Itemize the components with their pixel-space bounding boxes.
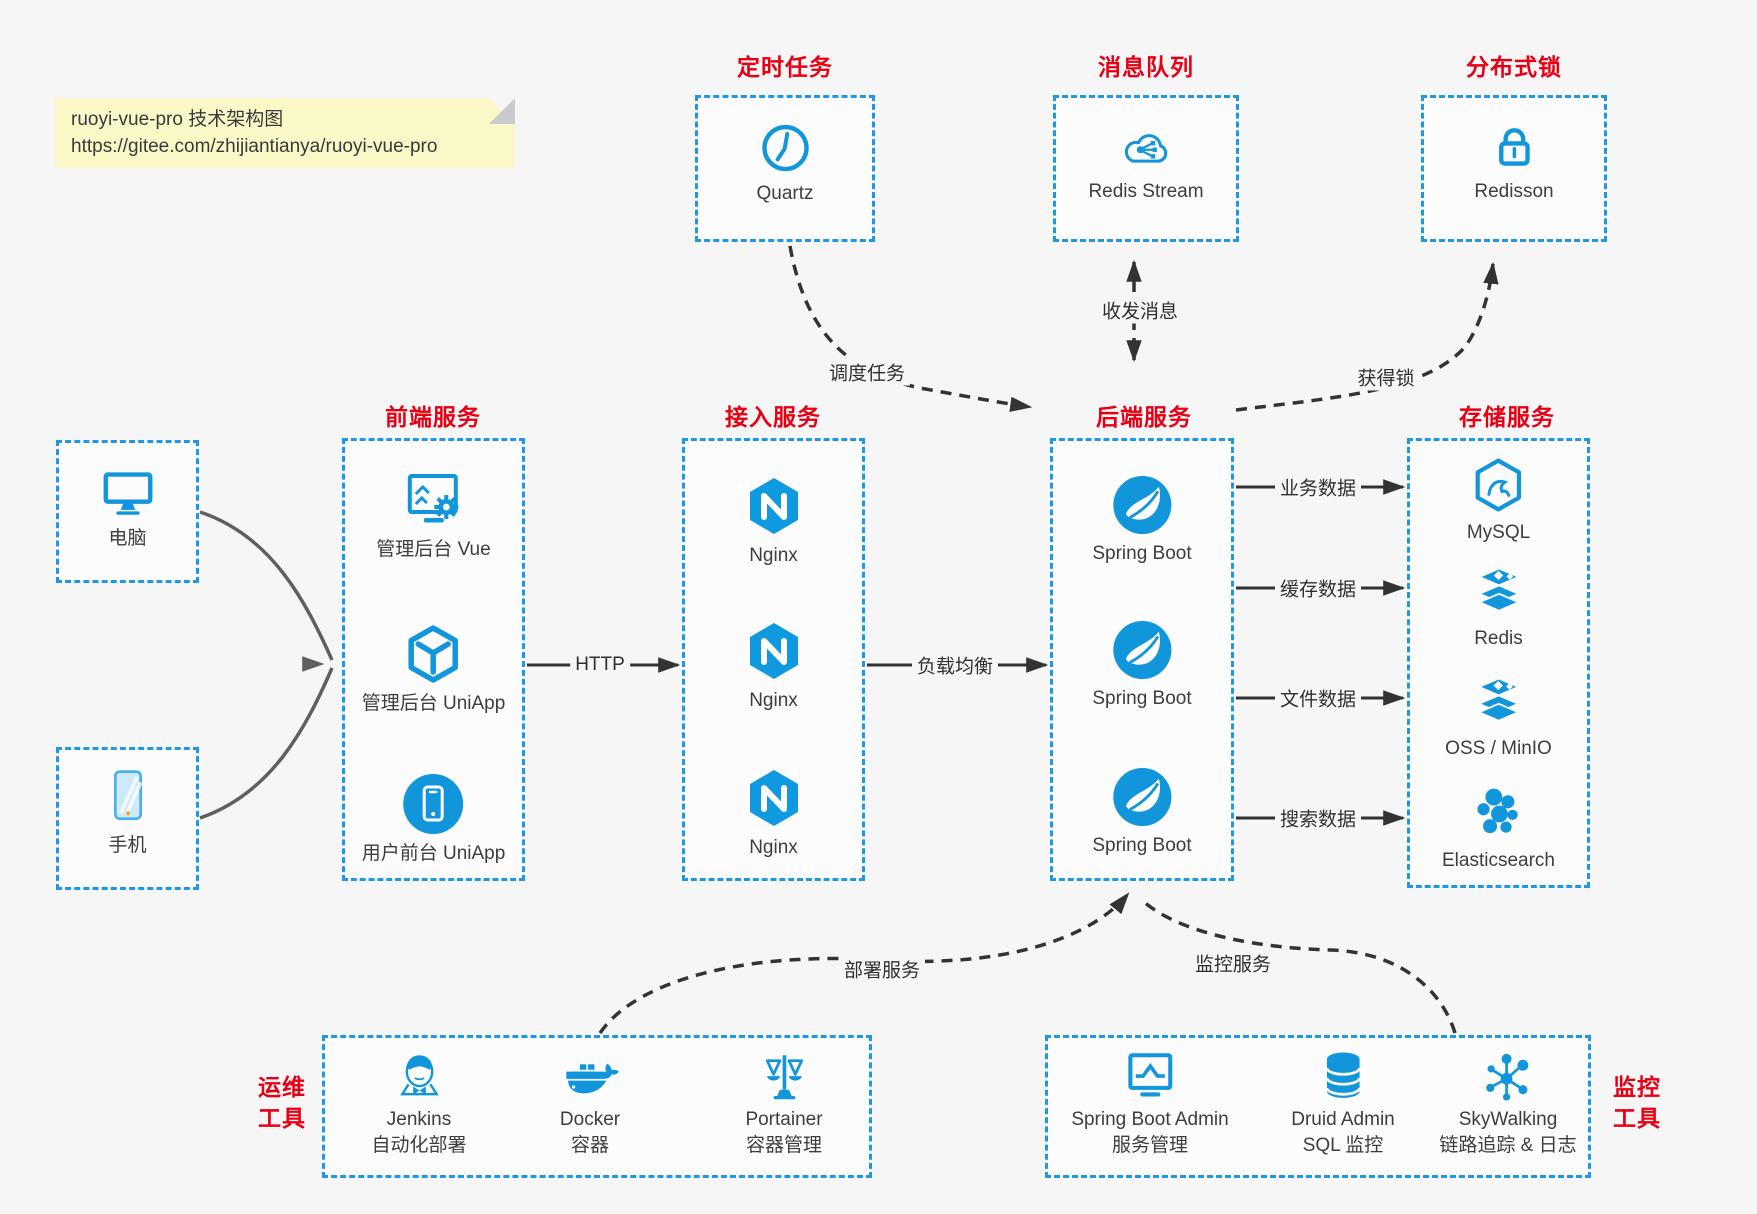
mysql-label: MySQL <box>1466 522 1531 543</box>
redisson-box: Redisson <box>1421 95 1607 242</box>
redis-stream-box: Redis Stream <box>1053 95 1239 242</box>
edge-label-deploy: 部署服务 <box>838 955 926 983</box>
druid-admin-desc: SQL 监控 <box>1302 1135 1384 1156</box>
nginx-label: Nginx <box>749 545 798 566</box>
docker-name: Docker <box>559 1109 621 1130</box>
lock-icon <box>1498 128 1530 166</box>
admin-vue-label: 管理后台 Vue <box>376 539 491 560</box>
edge-label-schedule: 调度任务 <box>823 358 911 386</box>
spring-boot-label: Spring Boot <box>1092 688 1192 709</box>
edge-pc-to-frontend <box>199 510 334 661</box>
jenkins-icon <box>399 1055 439 1096</box>
uniapp-cube-icon <box>408 625 459 683</box>
edge-mobile-to-frontend <box>199 667 334 820</box>
spring-boot-label: Spring Boot <box>1092 835 1192 856</box>
nginx-icon <box>749 623 798 679</box>
ops-tools-title: 运维 工具 <box>258 1074 306 1131</box>
backend-box: Spring Boot Spring Boot Spring Boot <box>1050 438 1234 881</box>
group-title-scheduled-tasks: 定时任务 <box>737 54 833 80</box>
portainer-icon <box>765 1055 803 1100</box>
spring-boot-admin-name: Spring Boot Admin <box>1071 1109 1229 1130</box>
nginx-label: Nginx <box>749 690 798 711</box>
mobile-label: 手机 <box>108 835 147 856</box>
ops-tools-box: Jenkins 自动化部署 Docker 容器 <box>322 1035 872 1178</box>
sticky-note: ruoyi-vue-pro 技术架构图 https://gitee.com/zh… <box>55 98 515 168</box>
nginx-icon <box>749 478 798 534</box>
elasticsearch-icon <box>1477 788 1518 834</box>
redisson-label: Redisson <box>1474 181 1554 202</box>
edge-label-cache-data: 缓存数据 <box>1274 574 1362 602</box>
spring-boot-admin-desc: 服务管理 <box>1111 1135 1188 1156</box>
oss-minio-label: OSS / MinIO <box>1445 738 1552 759</box>
group-title-distributed-lock: 分布式锁 <box>1466 54 1562 80</box>
spring-boot-icon <box>1112 620 1172 680</box>
edge-label-search-data: 搜索数据 <box>1274 804 1362 832</box>
redis-label: Redis <box>1474 628 1523 649</box>
admin-uniapp-label: 管理后台 UniApp <box>361 693 506 714</box>
quartz-label: Quartz <box>756 183 814 204</box>
storage-box: MySQL Redis OSS / MinIO <box>1407 438 1590 888</box>
mysql-icon <box>1475 458 1522 512</box>
oss-minio-icon <box>1476 677 1521 722</box>
spring-boot-label: Spring Boot <box>1092 543 1192 564</box>
edge-label-load-balance: 负载均衡 <box>911 651 999 679</box>
redis-icon <box>1476 567 1521 612</box>
desktop-icon <box>103 472 152 515</box>
edge-label-business-data: 业务数据 <box>1274 473 1362 501</box>
docker-desc: 容器 <box>570 1135 609 1156</box>
edge-label-file-data: 文件数据 <box>1274 684 1362 712</box>
skywalking-desc: 链路追踪 & 日志 <box>1439 1135 1577 1156</box>
edge-label-monitor: 监控服务 <box>1189 949 1277 977</box>
group-title-message-queue: 消息队列 <box>1098 54 1194 80</box>
edge-label-lock: 获得锁 <box>1352 363 1420 391</box>
druid-admin-icon <box>1325 1052 1361 1098</box>
redis-stream-label: Redis Stream <box>1088 181 1204 202</box>
pc-label: 电脑 <box>108 528 147 549</box>
mobile-app-icon <box>403 774 464 834</box>
gateway-box: Nginx Nginx Nginx <box>682 438 865 881</box>
quartz-box: Quartz <box>695 95 875 242</box>
nginx-icon <box>749 770 798 826</box>
nginx-label: Nginx <box>749 837 798 858</box>
jenkins-desc: 自动化部署 <box>371 1135 467 1156</box>
docker-icon <box>566 1063 619 1094</box>
note-fold-corner <box>489 98 515 124</box>
skywalking-icon <box>1485 1053 1528 1101</box>
clock-icon <box>761 124 809 172</box>
mobile-client-box: 手机 <box>56 747 199 890</box>
elasticsearch-label: Elasticsearch <box>1442 850 1555 871</box>
note-url: https://gitee.com/zhijiantianya/ruoyi-vu… <box>71 136 438 157</box>
edge-label-http: HTTP <box>570 654 630 676</box>
monitor-tools-box: Spring Boot Admin 服务管理 Druid Admin SQL 监… <box>1045 1035 1591 1178</box>
column-title-frontend: 前端服务 <box>385 404 481 430</box>
spring-boot-admin-icon <box>1128 1053 1172 1097</box>
druid-admin-name: Druid Admin <box>1291 1109 1395 1130</box>
skywalking-name: SkyWalking <box>1458 1109 1558 1130</box>
user-uniapp-label: 用户前台 UniApp <box>361 843 506 864</box>
spring-boot-icon <box>1112 767 1172 827</box>
phone-icon <box>113 770 142 821</box>
cloud-network-icon <box>1124 134 1167 163</box>
portainer-desc: 容器管理 <box>745 1135 823 1156</box>
edge-label-message: 收发消息 <box>1096 296 1184 324</box>
spring-boot-icon <box>1112 475 1172 535</box>
column-title-gateway: 接入服务 <box>725 404 821 430</box>
admin-vue-icon <box>407 474 458 523</box>
pc-client-box: 电脑 <box>56 440 199 583</box>
frontend-box: 管理后台 Vue 管理后台 UniApp 用户前台 UniApp <box>342 438 525 881</box>
column-title-backend: 后端服务 <box>1096 404 1192 430</box>
portainer-name: Portainer <box>745 1109 823 1130</box>
note-title: ruoyi-vue-pro 技术架构图 <box>71 109 284 130</box>
jenkins-name: Jenkins <box>386 1109 452 1130</box>
column-title-storage: 存储服务 <box>1459 404 1555 430</box>
monitor-tools-title: 监控 工具 <box>1613 1074 1661 1131</box>
